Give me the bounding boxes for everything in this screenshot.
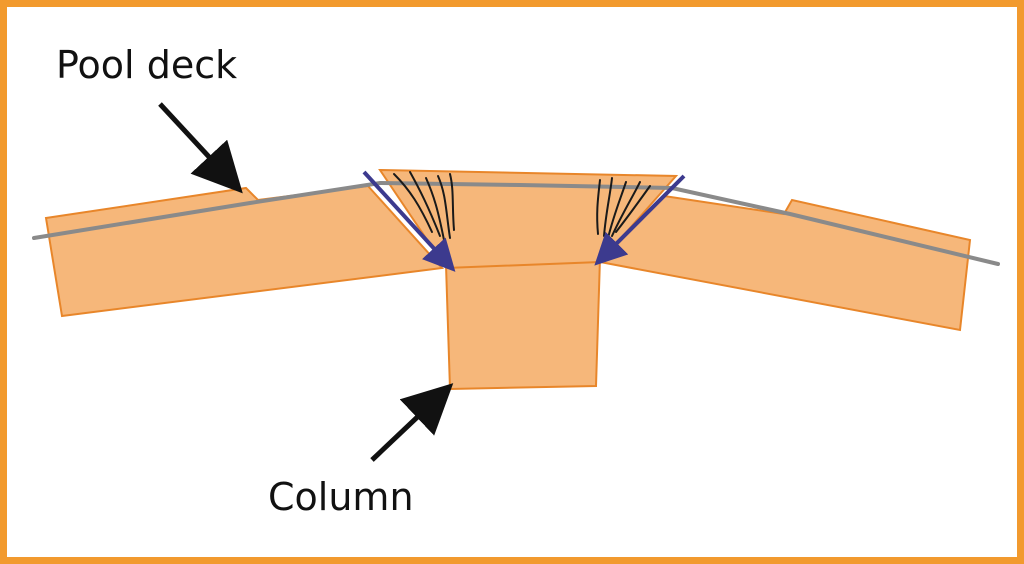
shear-arrow-left xyxy=(362,170,456,272)
column-label: Column xyxy=(268,475,414,519)
cracks-left xyxy=(393,171,455,241)
membrane-line xyxy=(32,180,1000,266)
pool-deck-pointer-arrow xyxy=(158,102,243,194)
pool-deck-label: Pool deck xyxy=(56,43,238,87)
column-pointer-arrow xyxy=(370,383,454,462)
right-slab xyxy=(597,194,972,332)
shear-arrow-right xyxy=(594,174,686,266)
column-shape xyxy=(444,256,602,391)
